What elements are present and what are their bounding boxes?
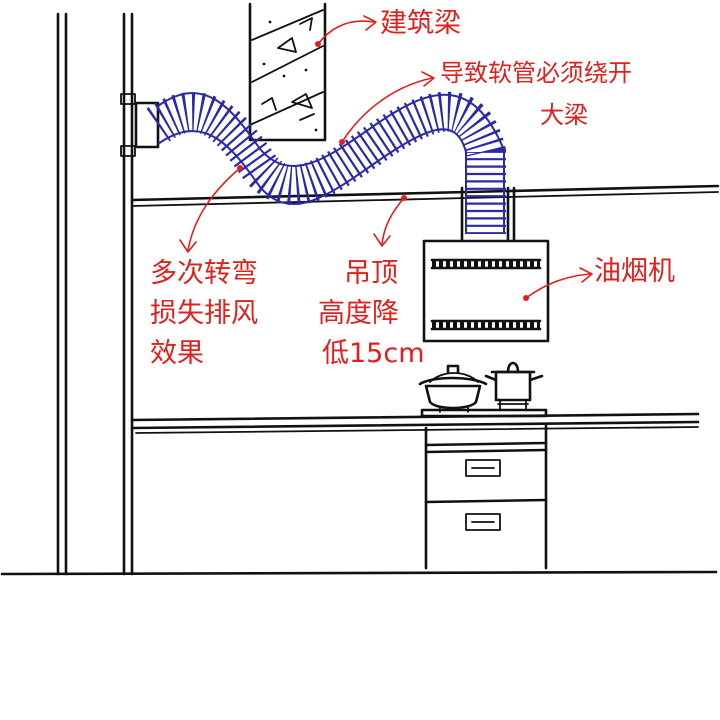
label-ceiling-line1: 吊顶 (344, 258, 398, 289)
cooktop (420, 408, 548, 418)
annotation-leader-beam (315, 15, 377, 47)
label-hose-line1: 导致软管必须绕开 (440, 59, 632, 87)
countertop (130, 412, 700, 434)
label-beam: 建筑梁 (380, 8, 461, 39)
range-hood (422, 186, 550, 343)
annotation-leader-ceiling (373, 195, 407, 247)
flexible-duct (146, 91, 506, 234)
label-hood: 油烟机 (594, 256, 675, 287)
base-cabinet (424, 424, 548, 570)
label-ceiling-line3: 低15cm (322, 338, 425, 369)
label-hose-line2: 大梁 (540, 101, 588, 129)
building-beam (248, 2, 327, 142)
label-bends-line3: 效果 (150, 338, 204, 369)
annotation-leader-hose (339, 71, 435, 145)
ceiling-line (130, 184, 720, 207)
casserole-pot (418, 364, 488, 413)
wall-column-left (56, 12, 68, 576)
wall-column-right (122, 12, 134, 576)
label-ceiling-line2: 高度降 (318, 298, 399, 329)
floor-line (0, 570, 718, 576)
annotation-leader-hood (523, 267, 593, 301)
label-bends-line2: 损失排风 (150, 298, 258, 329)
wall-vent-outlet (120, 93, 160, 157)
kettle-pot (484, 361, 544, 411)
label-bends-line1: 多次转弯 (150, 258, 258, 289)
annotation-leader-bends (179, 165, 243, 253)
